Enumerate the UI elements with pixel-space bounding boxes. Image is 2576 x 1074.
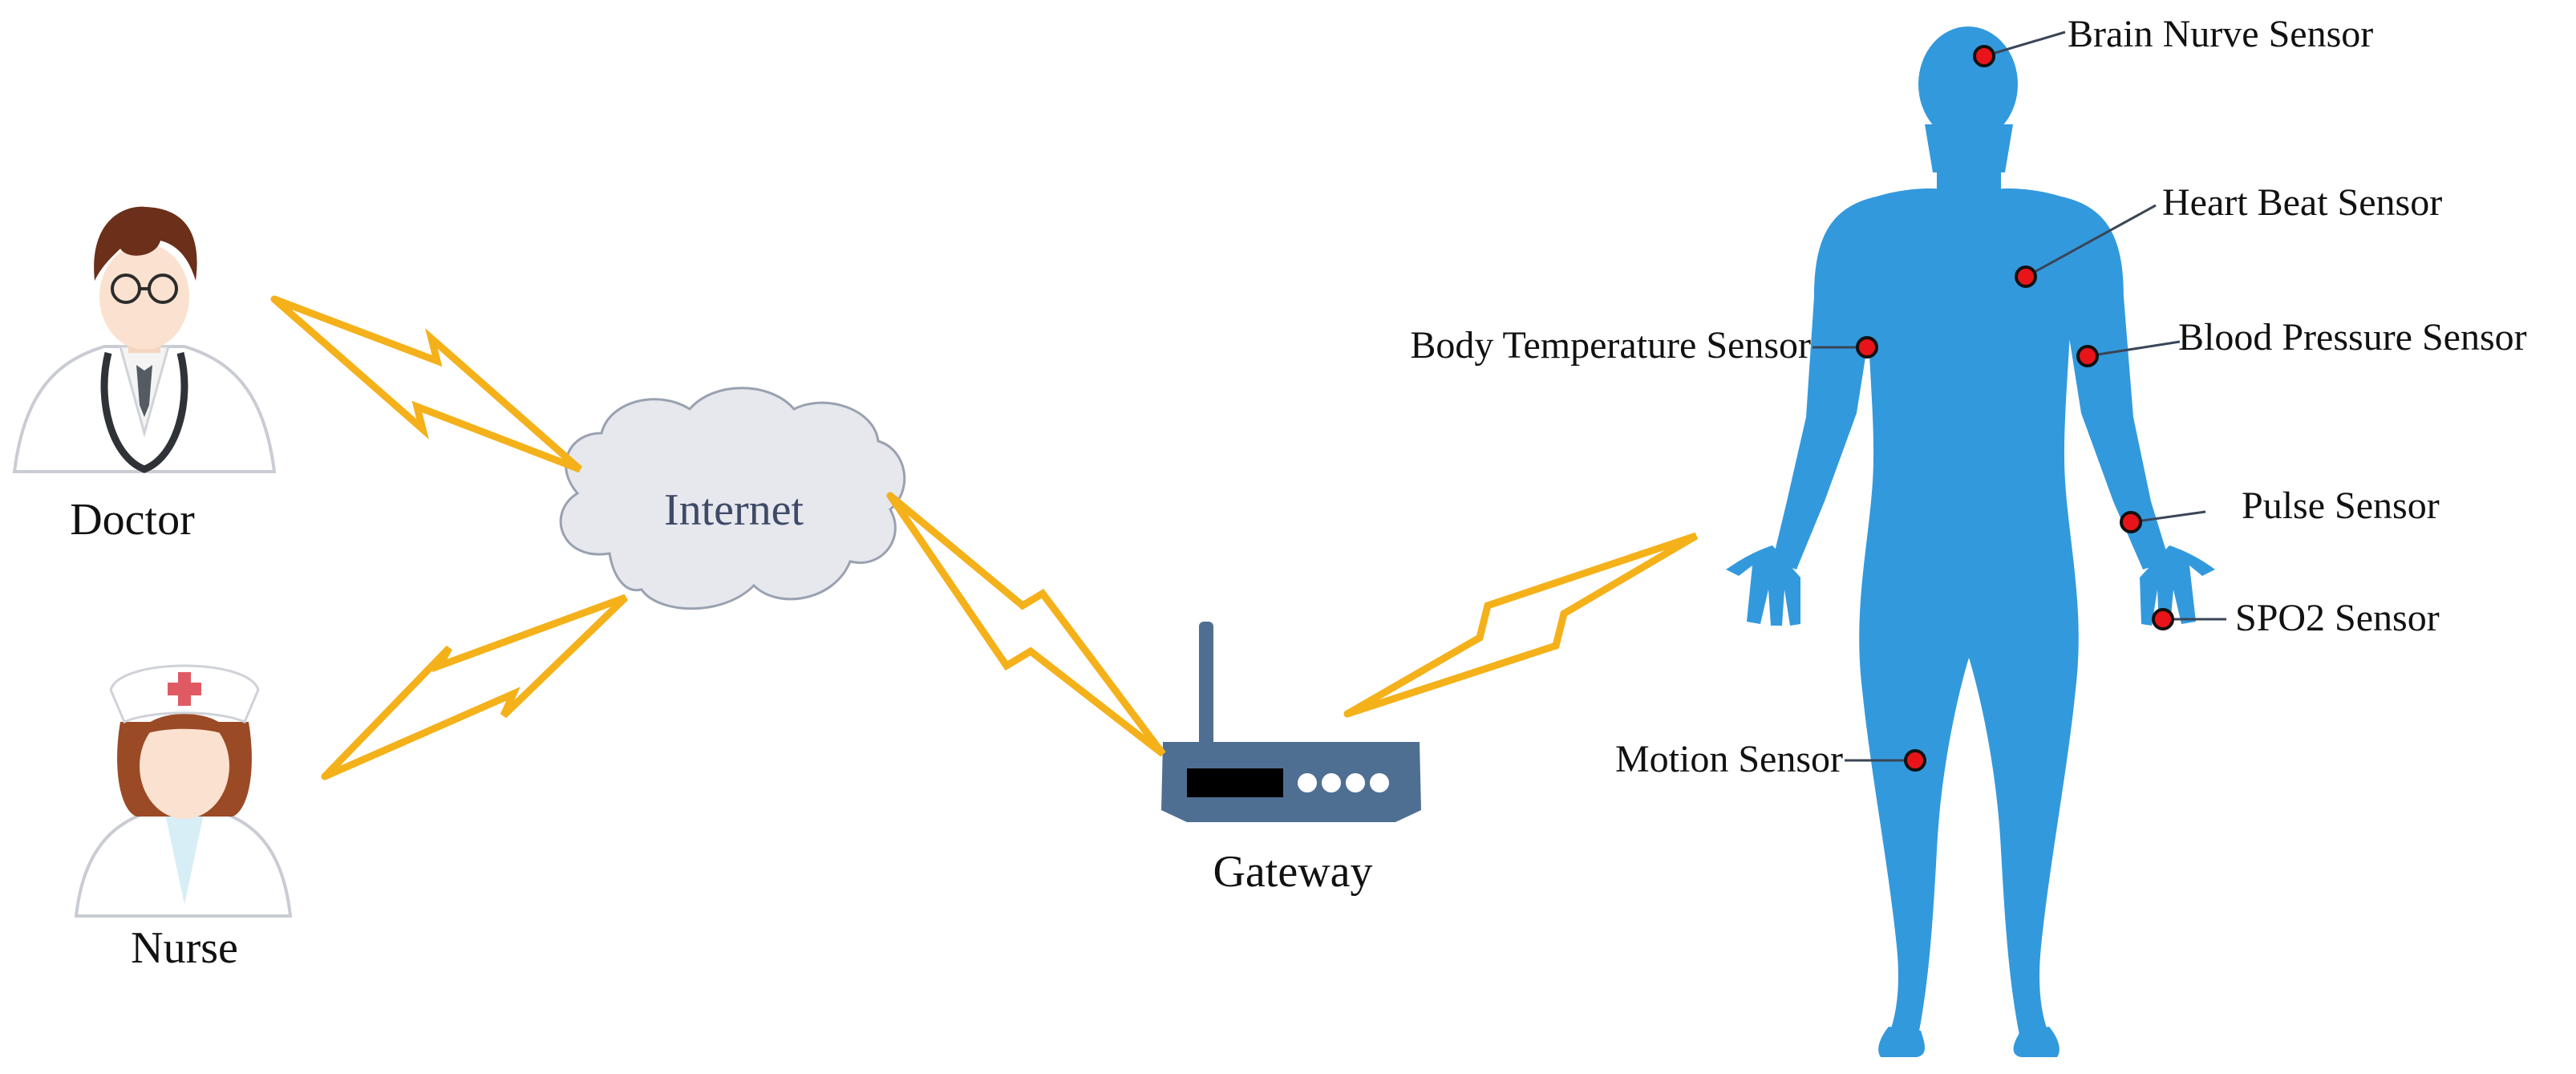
router-icon <box>1161 622 1421 822</box>
body-temp-sensor-dot <box>1856 336 1878 359</box>
motion-sensor-dot <box>1904 749 1926 772</box>
leader-blood-pressure <box>2087 340 2181 358</box>
blood-pressure-sensor-dot <box>2076 345 2099 367</box>
doctor-icon <box>12 206 277 473</box>
link-gateway-body <box>1343 532 1699 718</box>
pulse-sensor-label: Pulse Sensor <box>2242 484 2440 527</box>
heart-sensor-label: Heart Beat Sensor <box>2162 181 2442 224</box>
link-nurse-internet <box>321 594 629 780</box>
cloud-icon <box>559 387 906 610</box>
doctor-label: Doctor <box>70 495 195 545</box>
nurse-icon <box>74 664 293 918</box>
link-internet-gateway <box>886 492 1166 757</box>
spo2-sensor-label: SPO2 Sensor <box>2235 597 2440 639</box>
body-temp-sensor-label: Body Temperature Sensor <box>1410 324 1811 367</box>
leader-heart <box>2025 204 2157 278</box>
spo2-sensor-dot <box>2152 608 2174 630</box>
gateway-label: Gateway <box>1213 847 1372 897</box>
leader-brain <box>1983 30 2066 58</box>
nurse-label: Nurse <box>131 923 238 973</box>
brain-sensor-label: Brain Nurve Sensor <box>2068 13 2373 55</box>
heart-sensor-dot <box>2015 265 2037 288</box>
leader-pulse <box>2130 510 2206 524</box>
pulse-sensor-dot <box>2120 511 2142 533</box>
internet-label: Internet <box>664 485 804 535</box>
motion-sensor-label: Motion Sensor <box>1615 738 1843 780</box>
brain-sensor-dot <box>1973 45 1995 67</box>
blood-pressure-sensor-label: Blood Pressure Sensor <box>2178 316 2527 359</box>
link-doctor-internet <box>270 295 582 473</box>
human-body-icon <box>1726 26 2215 1057</box>
